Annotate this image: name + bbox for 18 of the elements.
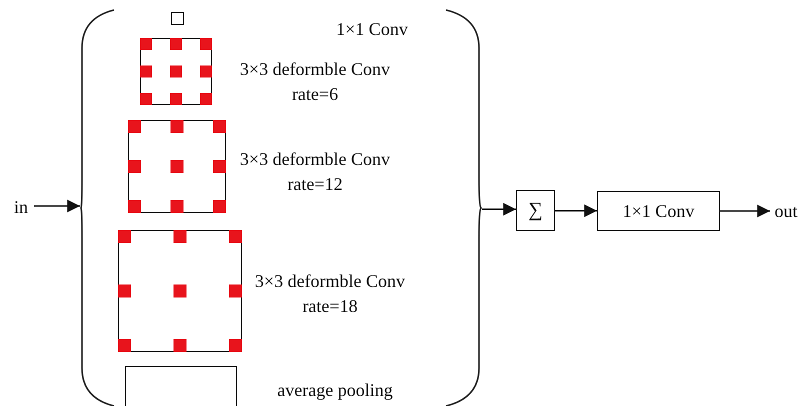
kernel-box <box>171 12 184 25</box>
input-label: in <box>8 194 34 220</box>
dilated-kernel-drawing <box>118 230 242 352</box>
kernel-label: average pooling <box>276 379 394 402</box>
arrow <box>720 204 770 218</box>
arrow <box>34 200 80 212</box>
dilated-kernel-drawing <box>140 38 212 105</box>
arrow <box>482 202 516 216</box>
pooling-box <box>125 366 237 406</box>
dilated-kernel-drawing <box>128 120 226 213</box>
sum-box: ∑ <box>516 190 555 231</box>
kernel-label: 3×3 deformble Conv rate=18 <box>254 270 406 318</box>
conv-box: 1×1 Conv <box>597 191 720 231</box>
arrow <box>555 204 597 218</box>
kernel-label: 1×1 Conv <box>335 18 409 41</box>
kernel-label: 3×3 deformble Conv rate=12 <box>238 148 392 196</box>
output-label: out <box>770 198 802 224</box>
kernel-label: 3×3 deformble Conv rate=6 <box>238 58 392 106</box>
